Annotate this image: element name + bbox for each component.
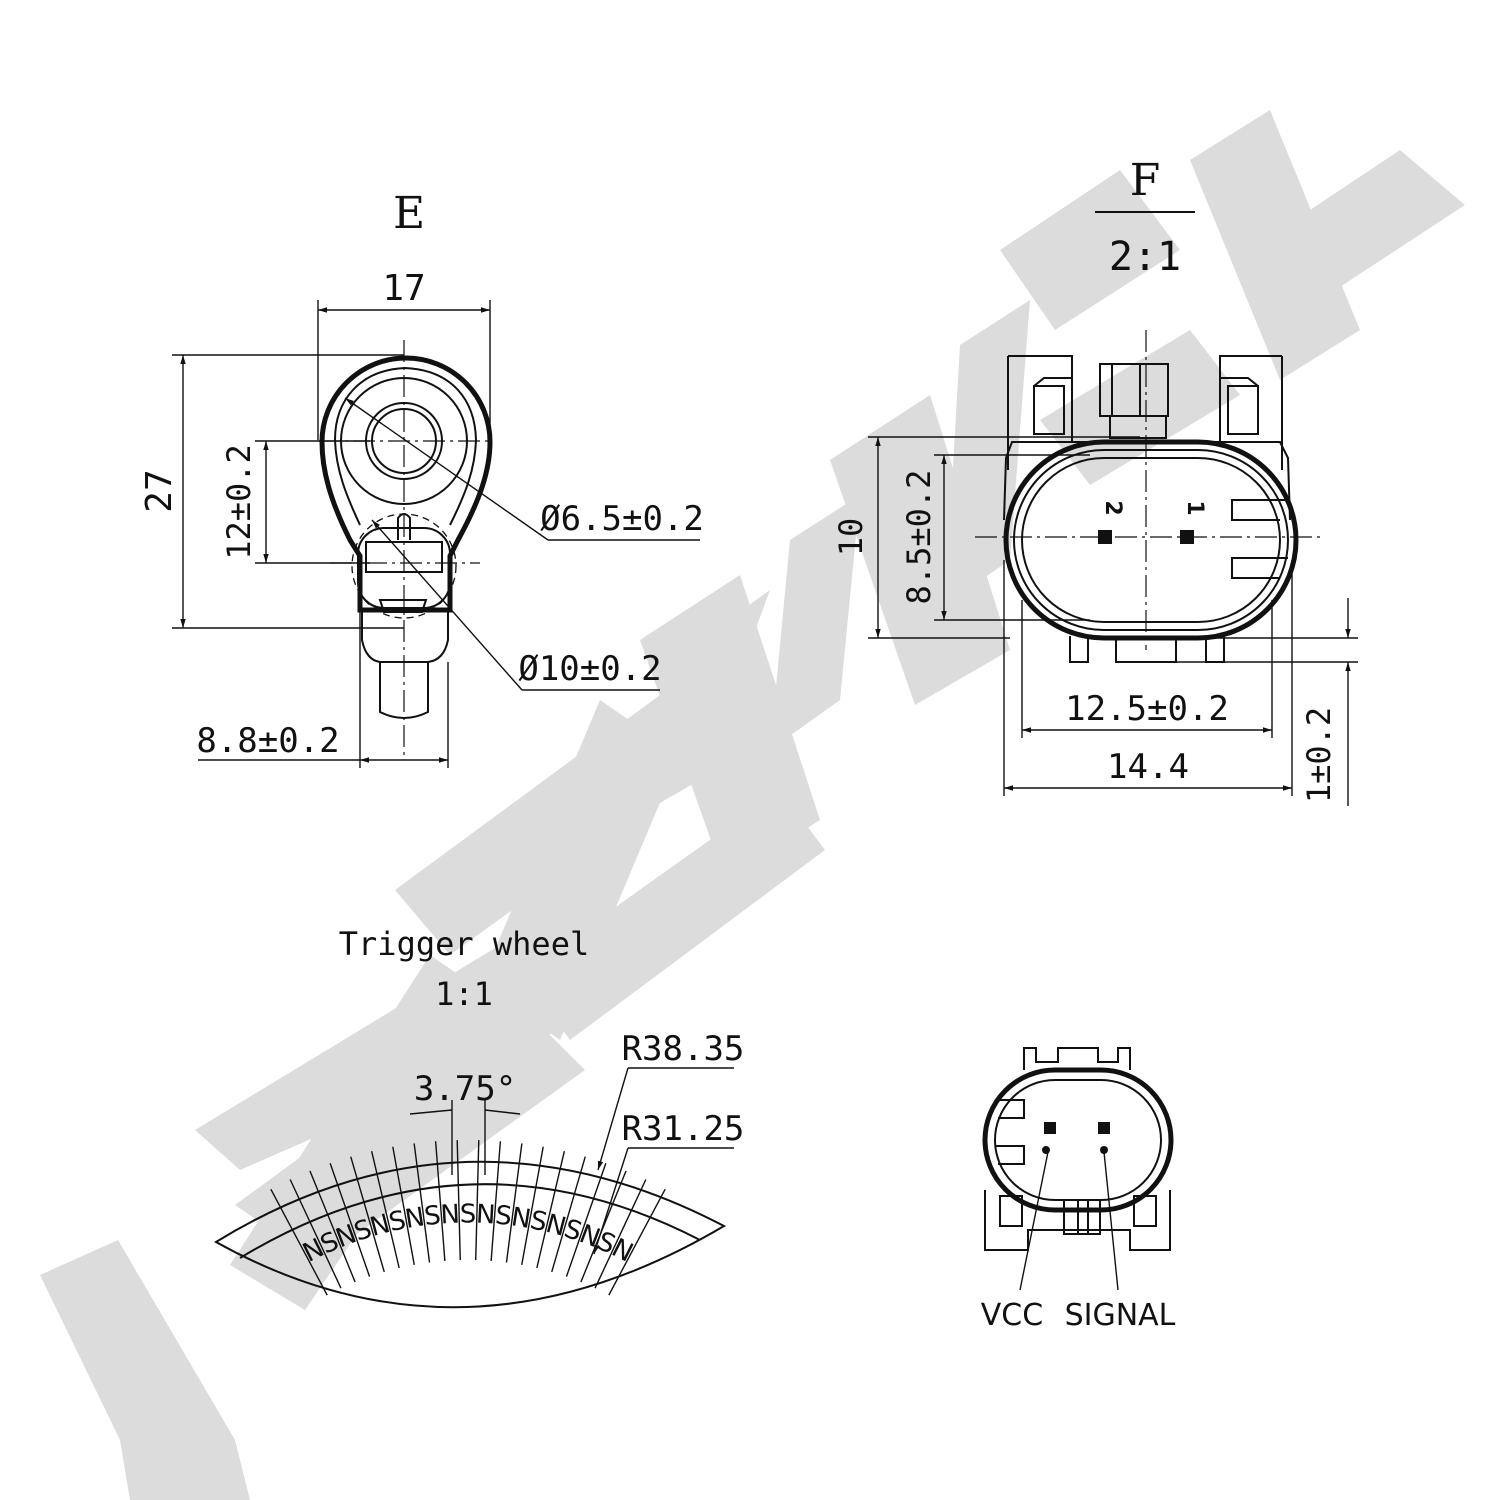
trigger-wheel-scale: 1:1 xyxy=(435,975,493,1013)
pole-divider xyxy=(551,1156,586,1273)
pin-1-label: 1 xyxy=(1182,500,1207,515)
dim-height: 27 xyxy=(139,469,180,512)
pole-label: S xyxy=(386,1205,408,1238)
pole-divider xyxy=(309,1170,356,1283)
pole-divider xyxy=(434,1141,446,1261)
pole-divider xyxy=(608,1188,666,1296)
view-f-title: F xyxy=(1130,155,1161,206)
trigger-wheel-title: Trigger wheel xyxy=(339,925,589,963)
dim-inner-height: 8.5±0.2 xyxy=(900,470,938,605)
pole-divider xyxy=(392,1146,415,1265)
connector-oval xyxy=(1003,439,1299,641)
dim-outer-height: 10 xyxy=(832,518,870,557)
pole-label: N xyxy=(475,1199,496,1230)
pole-divider xyxy=(475,1140,480,1261)
pole-divider xyxy=(270,1188,328,1296)
vcc-label: VCC xyxy=(981,1298,1043,1333)
connector-pinout-view: VCC SIGNAL xyxy=(981,1047,1176,1333)
watermark xyxy=(40,110,1465,1500)
pole-label: S xyxy=(423,1201,443,1233)
view-e: E 17 27 12±0.2 xyxy=(139,188,704,768)
pole-divider xyxy=(289,1179,342,1289)
pole-divider xyxy=(565,1163,607,1277)
trigger-wheel-ring xyxy=(214,1160,727,1309)
pole-divider xyxy=(350,1156,385,1273)
pole-label: N xyxy=(403,1202,427,1235)
dim-tab-height: 1±0.2 xyxy=(1300,707,1338,803)
view-f-scale: 2:1 xyxy=(1109,234,1181,280)
vcc-pin xyxy=(1044,1122,1056,1134)
sensor-flange-outline xyxy=(319,355,493,613)
pin-2 xyxy=(1098,530,1112,544)
dim-width: 17 xyxy=(382,268,425,309)
dim-hole-spacing: 12±0.2 xyxy=(220,444,258,560)
pole-divider xyxy=(413,1143,431,1263)
pinout-oval xyxy=(982,1067,1174,1213)
pole-divider xyxy=(490,1141,502,1261)
dim-angle: 3.75° xyxy=(414,1069,516,1109)
signal-label: SIGNAL xyxy=(1065,1298,1176,1333)
pole-label: N xyxy=(509,1202,533,1235)
pole-label: S xyxy=(460,1200,477,1230)
pole-divider xyxy=(329,1163,371,1277)
signal-pin xyxy=(1098,1122,1110,1134)
pole-label: N xyxy=(440,1199,461,1230)
pin-2-label: 2 xyxy=(1100,500,1125,515)
view-e-title: E xyxy=(393,188,425,239)
dim-outer-radius: R38.35 xyxy=(622,1029,745,1069)
pole-divider xyxy=(521,1146,544,1265)
dim-shaft-width: 8.8±0.2 xyxy=(196,721,339,761)
pole-divider xyxy=(505,1143,523,1263)
dim-hole-small: Ø6.5±0.2 xyxy=(540,499,704,539)
pole-divider xyxy=(370,1151,400,1269)
dim-hole-large: Ø10±0.2 xyxy=(518,649,661,689)
pole-divider xyxy=(594,1179,647,1289)
dim-outer-width: 14.4 xyxy=(1107,747,1189,787)
pole-label: S xyxy=(494,1201,514,1233)
view-f: F 2:1 2 1 xyxy=(832,155,1358,806)
dim-inner-radius: R31.25 xyxy=(622,1109,745,1149)
pole-divider xyxy=(456,1140,461,1261)
pole-divider xyxy=(536,1151,566,1269)
pole-label: S xyxy=(527,1205,549,1238)
dim-inner-width: 12.5±0.2 xyxy=(1065,689,1229,729)
